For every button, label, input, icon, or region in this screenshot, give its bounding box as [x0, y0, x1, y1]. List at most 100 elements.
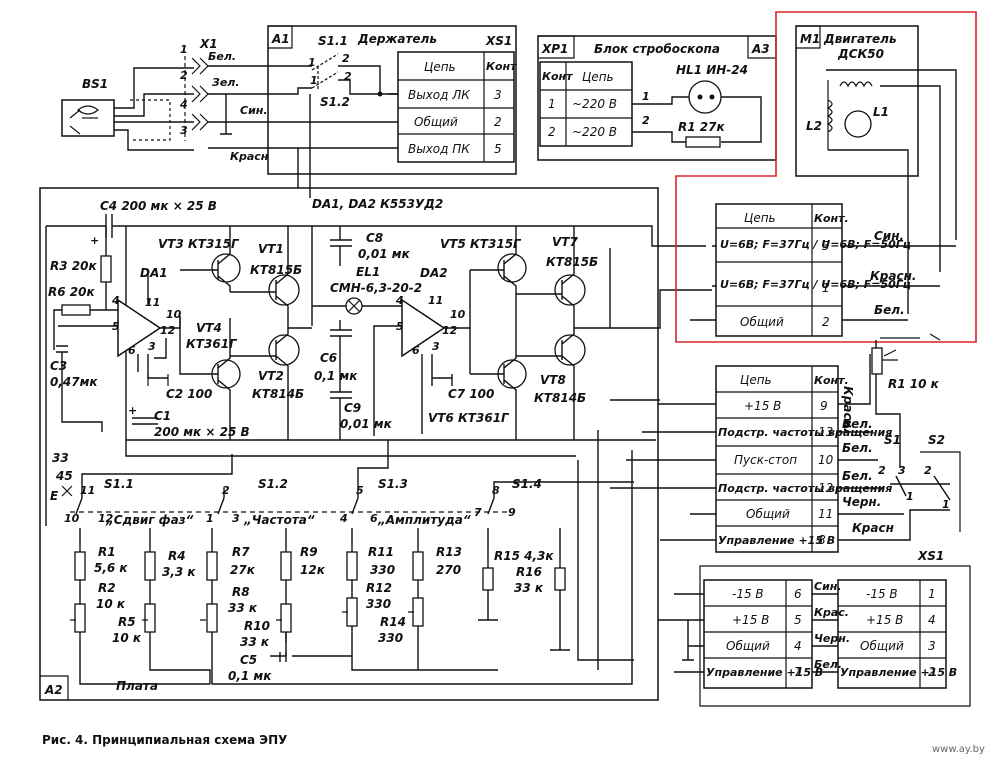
svg-text:2: 2 — [222, 484, 230, 497]
svg-text:5: 5 — [112, 320, 120, 333]
r12-label: R12 — [366, 581, 392, 595]
vt4-type: КТ361Г — [186, 337, 238, 351]
c8-label: C8 — [366, 231, 383, 245]
svg-text:Цепь: Цепь — [424, 60, 456, 74]
svg-text:12: 12 — [442, 324, 458, 337]
strobe-lamp: HL1 ИН-24 — [676, 63, 748, 77]
svg-text:5: 5 — [794, 613, 802, 627]
svg-text:2: 2 — [642, 114, 650, 127]
r10-label: R10 — [244, 619, 270, 633]
holder-connector: XS1 — [485, 34, 512, 48]
svg-text:-15 В: -15 В — [732, 587, 764, 601]
highlight-frame — [675, 11, 977, 343]
strobe-connector: XP1 — [541, 42, 568, 56]
r12 — [346, 597, 358, 627]
r13-value: 270 — [436, 563, 461, 577]
svg-text:6: 6 — [412, 344, 420, 357]
vt2 — [268, 334, 300, 366]
switch-s1-label: S1 — [884, 433, 901, 447]
r5-label: R5 — [118, 615, 136, 629]
vt7 — [554, 274, 586, 306]
da2-opamp — [401, 298, 446, 358]
r10-value: 33 к — [240, 635, 270, 649]
c9-value: 0,01 мк — [340, 417, 393, 431]
motor-row-2-name: U=6В; F=37Гц / U=6В; F=50Гц — [720, 278, 911, 291]
strobe-row-1-name: ~220 В — [572, 97, 617, 111]
svg-text:+: + — [90, 234, 99, 247]
r16-value: 33 к — [514, 581, 544, 595]
svg-text:1: 1 — [206, 512, 214, 525]
el1-type: СМН-6,3-20-2 — [330, 281, 422, 295]
svg-text:6: 6 — [370, 512, 378, 525]
svg-text:Подстр. частоты вращения: Подстр. частоты вращения — [718, 426, 892, 439]
holder-ref: A1 — [271, 32, 290, 46]
svg-text:10: 10 — [450, 308, 466, 321]
svg-text:1: 1 — [310, 74, 318, 87]
section-amplitude: „Амплитуда“ — [377, 513, 471, 527]
r12-value: 330 — [366, 597, 391, 611]
c1-label: C1 — [154, 409, 171, 423]
r15 — [482, 567, 494, 591]
r9 — [280, 551, 292, 581]
svg-text:3: 3 — [494, 88, 502, 102]
power-xs1: XS1 — [917, 549, 944, 563]
da1-opamp — [117, 298, 162, 358]
svg-text:Син.: Син. — [814, 580, 842, 593]
stage-1: R3 20к R6 20к C3 0,47мк DA1 4 5 11 10 12… — [48, 226, 312, 440]
watermark: www.ay.by — [932, 744, 985, 755]
svg-text:5: 5 — [356, 484, 364, 497]
board-opamps: DA1, DA2 К553УД2 — [312, 197, 443, 211]
motor-rotor — [844, 110, 872, 138]
r11-value: 330 — [370, 563, 395, 577]
svg-text:Бел.: Бел. — [814, 658, 842, 671]
strobe-resistor-label: R1 27к — [678, 120, 725, 134]
svg-text:10: 10 — [64, 512, 80, 525]
svg-text:Управление +15 В: Управление +15 В — [718, 534, 835, 547]
svg-text:10: 10 — [818, 453, 834, 467]
svg-text:3: 3 — [232, 512, 240, 525]
svg-text:Бел.: Бел. — [842, 417, 873, 431]
vt5-label: VT5 КТ315Г — [440, 237, 522, 251]
motor-frame — [795, 25, 919, 177]
svg-text:Конт.: Конт. — [814, 374, 849, 387]
wire-sin: Син. — [240, 104, 268, 117]
figure-caption: Рис. 4. Принципиальная схема ЭПУ — [42, 733, 287, 747]
pickup-ref: BS1 — [82, 77, 108, 91]
svg-text:1: 1 — [928, 587, 936, 601]
motor-wire-sin: Син. — [874, 229, 904, 243]
svg-text:11: 11 — [428, 294, 443, 307]
r3 — [100, 255, 112, 283]
motor-row-1-name: U=6В; F=37Гц / U=6В; F=50Гц — [720, 238, 911, 251]
motor-row-3-name: Общий — [740, 315, 784, 329]
r9-value: 12к — [300, 563, 326, 577]
r7-label: R7 — [232, 545, 250, 559]
r4 — [144, 551, 156, 581]
svg-text:3: 3 — [928, 639, 936, 653]
svg-text:+: + — [128, 404, 137, 417]
r2-value: 10 к — [96, 597, 126, 611]
svg-text:2: 2 — [342, 52, 350, 65]
svg-text:-15 В: -15 В — [866, 587, 898, 601]
power-table-right — [837, 579, 947, 689]
s1-3-label: S1.3 — [378, 477, 408, 491]
vt8 — [554, 334, 586, 366]
svg-text:Общий: Общий — [860, 639, 904, 653]
c6-value: 0,1 мк — [314, 369, 358, 383]
c3-value: 0,47мк — [50, 375, 98, 389]
r1-label: R1 — [98, 545, 116, 559]
pickup-bs1: BS1 — [61, 77, 115, 137]
vt4-label: VT4 — [196, 321, 222, 335]
c3-label: C3 — [50, 359, 67, 373]
power-table-left — [703, 579, 813, 689]
x1-pin-3: 3 — [180, 124, 188, 137]
svg-text:11: 11 — [80, 484, 95, 497]
motor-wire-bel: Бел. — [874, 303, 905, 317]
r3-label: R3 20к — [50, 259, 97, 273]
x1-pin-1: 1 — [180, 43, 188, 56]
svg-text:3: 3 — [432, 340, 440, 353]
board-rails: C4 200 мк × 25 В + — [45, 199, 706, 526]
pot-r1 — [871, 347, 883, 375]
svg-text:Черн.: Черн. — [814, 632, 850, 645]
vt2-type: КТ814Б — [252, 387, 304, 401]
stage-2: DA2 4 5 11 10 12 3 6 C7 100 VT6 КТ361Г V… — [373, 226, 712, 440]
